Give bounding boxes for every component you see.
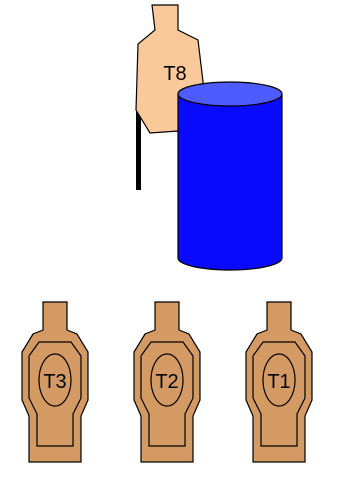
front-target-t1: T1 <box>245 301 313 463</box>
target-center-ring <box>38 353 72 407</box>
blue-barrel <box>177 81 283 271</box>
target-center-ring <box>262 353 296 407</box>
target-silhouette-inner <box>252 341 306 447</box>
front-target-t3: T3 <box>21 301 89 463</box>
target-label: T2 <box>155 371 178 393</box>
target-center-ring <box>150 353 184 407</box>
target-label: T8 <box>163 63 186 85</box>
barrel-top <box>177 81 283 107</box>
barrel-body <box>177 93 283 271</box>
target-stand-post <box>136 110 141 190</box>
target-label: T3 <box>43 371 66 393</box>
front-target-t2: T2 <box>133 301 201 463</box>
target-silhouette-inner <box>28 341 82 447</box>
target-label: T1 <box>267 371 290 393</box>
target-silhouette-inner <box>140 341 194 447</box>
front-targets-row: T3 T2 T1 <box>21 301 313 463</box>
